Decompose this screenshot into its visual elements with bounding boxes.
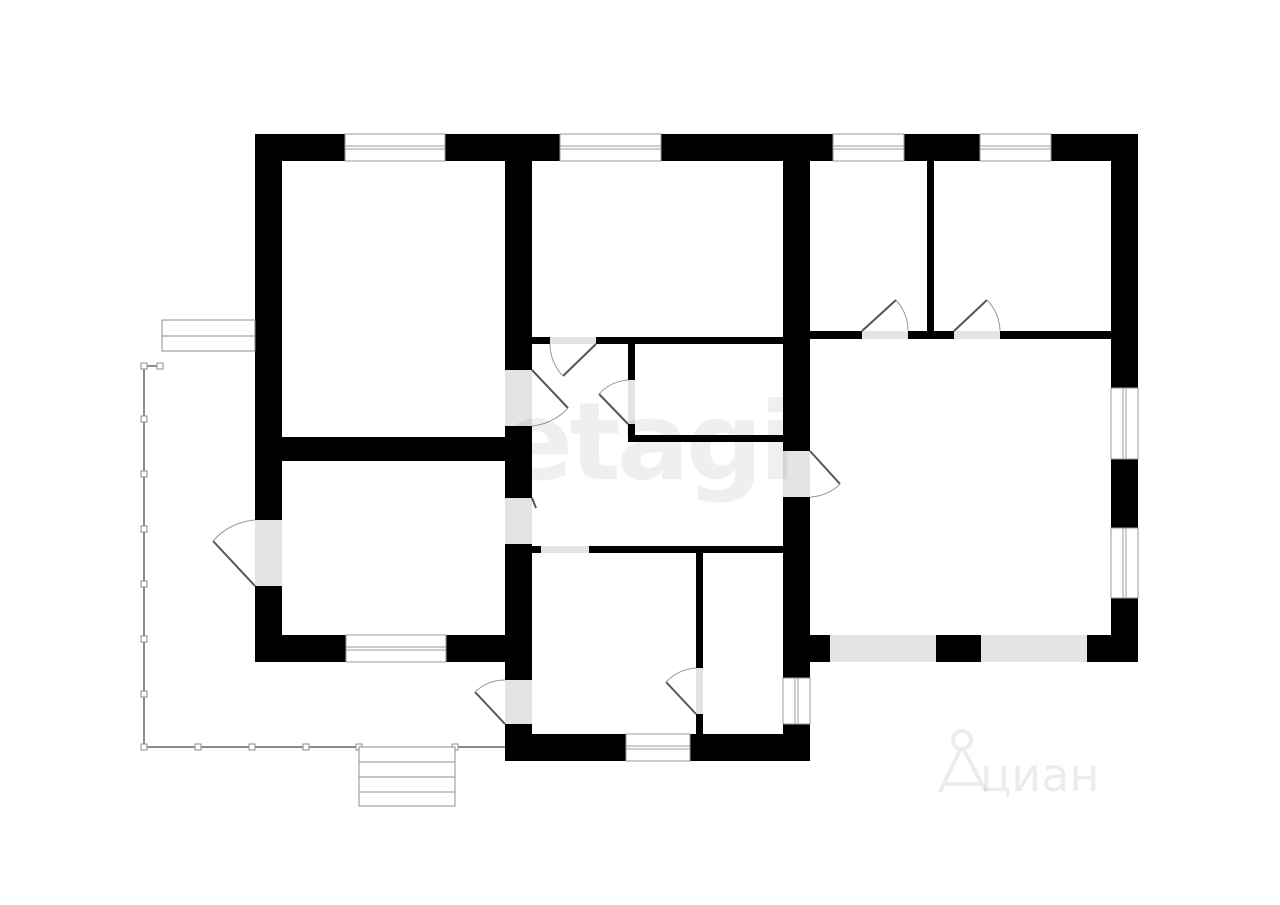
opening-bath-entry (505, 680, 532, 724)
window-top-1 (344, 133, 446, 162)
partition-bath (696, 553, 703, 734)
terrace-railing (140, 362, 505, 751)
door-right-room-2 (953, 299, 1001, 332)
opening-entrance (255, 520, 282, 586)
window-right-2 (1110, 527, 1139, 599)
wall-left-divider (255, 437, 532, 461)
door-center-right (809, 450, 841, 498)
door-entrance (212, 519, 256, 587)
doors (212, 299, 1001, 725)
steps-bottom (358, 746, 456, 807)
opening-center-left-2 (505, 498, 532, 544)
opening-right-room-2 (954, 331, 1000, 339)
partition-top-center (532, 337, 783, 344)
window-right-1 (1110, 387, 1139, 460)
opening-center-left-1 (505, 370, 532, 426)
opening-bottom-right-2 (981, 635, 1087, 662)
window-top-4 (979, 133, 1052, 162)
opening-hall-bottom (541, 546, 589, 553)
opening-bath (696, 668, 703, 714)
door-right-room-1 (861, 299, 909, 332)
door-bath-entry (474, 679, 506, 725)
steps-left (161, 319, 256, 352)
opening-closet (628, 380, 635, 424)
partition-hall-bottom (532, 546, 783, 553)
opening-bottom-right-1 (830, 635, 936, 662)
window-top-3 (832, 133, 905, 162)
window-bath-right (782, 677, 811, 725)
etagi-watermark: etagi (500, 380, 796, 505)
cian-watermark: циан (980, 748, 1100, 802)
windows (344, 133, 1139, 762)
partition-closet-bottom (628, 435, 783, 442)
door-hall-leaf (531, 497, 537, 509)
window-bottom-left (345, 634, 447, 663)
door-bath (665, 667, 697, 715)
door-openings (255, 331, 1000, 724)
walls (255, 134, 1138, 761)
window-top-2 (559, 133, 662, 162)
door-top-center (549, 343, 597, 377)
opening-center-right (783, 451, 810, 497)
cian-logo-icon (938, 729, 988, 793)
door-center-left (531, 369, 569, 427)
opening-right-room-1 (862, 331, 908, 339)
partition-right-rooms (927, 161, 934, 331)
window-bottom-center (625, 733, 691, 762)
opening-top-center (550, 337, 596, 344)
door-closet (598, 379, 629, 425)
